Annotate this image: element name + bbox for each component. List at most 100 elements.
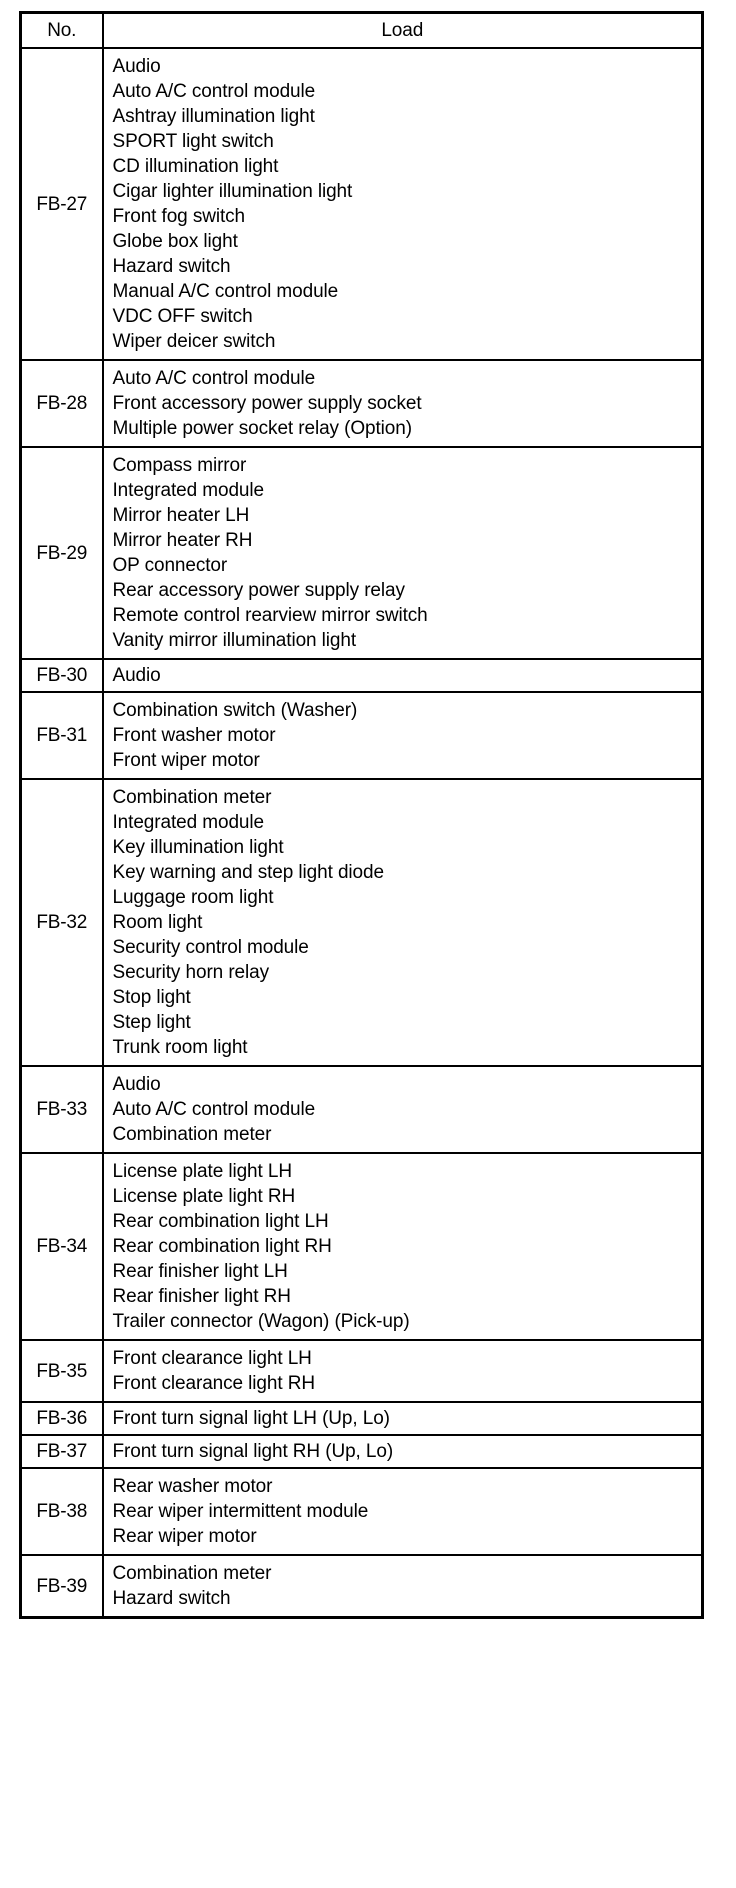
load-item: Integrated module [112, 480, 265, 501]
fuse-load-cell: Combination switch (Washer) Front washer … [102, 691, 703, 780]
load-list: Audio [113, 663, 702, 688]
load-item: Combination switch (Washer) [112, 700, 358, 721]
load-item: Remote control rearview mirror switch [112, 605, 428, 626]
load-item: CD illumination light [112, 156, 279, 177]
fuse-number-cell: FB-30 [20, 658, 104, 693]
load-item: Ashtray illumination light [112, 106, 315, 127]
load-list: Combination switch (Washer) Front washer … [113, 698, 702, 773]
load-item: Mirror heater LH [112, 505, 250, 526]
load-item: Front turn signal light RH (Up, Lo) [112, 1441, 394, 1462]
load-item: Audio [112, 665, 161, 686]
load-item: Auto A/C control module [112, 368, 316, 389]
column-header-no: No. [20, 11, 104, 49]
load-item: Rear combination light LH [112, 1211, 329, 1232]
load-item: Front accessory power supply socket [112, 393, 422, 414]
load-item: Step light [112, 1012, 191, 1033]
load-item: Key warning and step light diode [112, 862, 385, 883]
load-item: Front clearance light RH [112, 1373, 316, 1394]
load-item: Trunk room light [112, 1037, 248, 1058]
load-item: Manual A/C control module [112, 281, 339, 302]
load-item: Auto A/C control module [112, 81, 316, 102]
load-item: Mirror heater RH [112, 530, 253, 551]
table-row: FB-36 Front turn signal light LH (Up, Lo) [20, 1401, 703, 1436]
fuse-load-cell: Front turn signal light LH (Up, Lo) [102, 1401, 703, 1436]
load-item: Rear finisher light LH [112, 1261, 288, 1282]
load-list: Front clearance light LH Front clearance … [113, 1346, 702, 1396]
load-item: Wiper deicer switch [112, 331, 276, 352]
load-item: Hazard switch [112, 256, 231, 277]
load-item: Auto A/C control module [112, 1099, 316, 1120]
load-item: Front clearance light LH [112, 1348, 312, 1369]
load-item: Front washer motor [112, 725, 276, 746]
load-item: Audio [112, 1074, 161, 1095]
load-item: Rear washer motor [112, 1476, 273, 1497]
load-item: Trailer connector (Wagon) (Pick-up) [112, 1311, 410, 1332]
fuse-number-cell: FB-28 [20, 359, 104, 448]
load-item: Compass mirror [112, 455, 247, 476]
fuse-number-cell: FB-34 [20, 1152, 104, 1341]
fuse-number-cell: FB-32 [20, 778, 104, 1067]
load-item: Room light [112, 912, 203, 933]
fuse-number-cell: FB-36 [20, 1401, 104, 1436]
table-header-row: No. Load [20, 11, 703, 49]
load-item: VDC OFF switch [112, 306, 253, 327]
load-item: Luggage room light [112, 887, 274, 908]
load-item: Combination meter [112, 787, 272, 808]
load-item: Multiple power socket relay (Option) [112, 418, 413, 439]
load-item: Rear combination light RH [112, 1236, 332, 1257]
fuse-number-cell: FB-38 [20, 1467, 104, 1556]
load-item: License plate light LH [112, 1161, 293, 1182]
load-item: Rear finisher light RH [112, 1286, 291, 1307]
fuse-number-cell: FB-29 [20, 446, 104, 660]
load-item: Hazard switch [112, 1588, 231, 1609]
fuse-load-cell: Front turn signal light RH (Up, Lo) [102, 1434, 703, 1469]
fuse-number-cell: FB-39 [20, 1554, 104, 1618]
load-item: Stop light [112, 987, 191, 1008]
fuse-number-cell: FB-33 [20, 1065, 104, 1154]
fuse-load-cell: Audio [102, 658, 703, 693]
table-header: No. Load [20, 11, 703, 49]
load-item: Vanity mirror illumination light [112, 630, 357, 651]
fuse-number-cell: FB-27 [20, 47, 104, 361]
load-list: Front turn signal light RH (Up, Lo) [113, 1439, 702, 1464]
fuse-load-cell: Front clearance light LH Front clearance … [102, 1339, 703, 1403]
load-item: Combination meter [112, 1563, 272, 1584]
load-item: Rear wiper intermittent module [112, 1501, 369, 1522]
load-item: Front turn signal light LH (Up, Lo) [112, 1408, 391, 1429]
load-item: Key illumination light [112, 837, 284, 858]
load-item: Security horn relay [112, 962, 270, 983]
load-item: Front wiper motor [112, 750, 260, 771]
column-header-load: Load [102, 11, 703, 49]
load-item: SPORT light switch [112, 131, 274, 152]
load-item: Security control module [112, 937, 309, 958]
load-item: Audio [112, 56, 161, 77]
load-item: Rear accessory power supply relay [112, 580, 405, 601]
